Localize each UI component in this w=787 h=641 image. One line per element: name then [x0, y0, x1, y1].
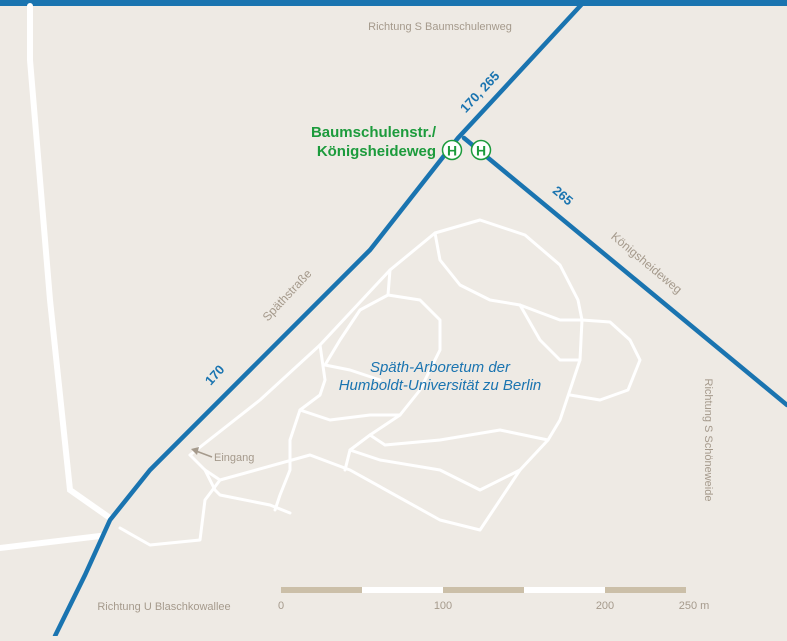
park-paths	[118, 218, 642, 547]
road-west	[27, 3, 113, 521]
scale-segment-5	[605, 587, 686, 593]
stop-symbol-east[interactable]	[470, 139, 492, 161]
scale-tick-200: 200	[596, 600, 614, 612]
stop-symbol-west[interactable]	[441, 139, 463, 161]
scale-segment-3	[443, 587, 524, 593]
scale-tick-250: 250 m	[679, 600, 710, 612]
scale-segment-1	[281, 587, 362, 593]
road-southwest	[0, 533, 103, 551]
stop-symbol-east-letter: H	[476, 143, 486, 159]
stop-name-line2: Königsheideweg	[317, 143, 436, 160]
bus-routes	[52, 1, 787, 639]
scale-tick-100: 100	[434, 600, 452, 612]
scale-bar: 0 100 200 250 m	[278, 587, 709, 612]
stop-name-line1: Baumschulenstr./	[311, 124, 437, 141]
scale-tick-0: 0	[278, 600, 284, 612]
park-name-line1: Späth-Arboretum der	[370, 359, 511, 376]
stop-symbol-west-letter: H	[447, 143, 457, 159]
scale-segment-4	[524, 587, 605, 593]
direction-east: Richtung S Schöneweide	[702, 379, 714, 502]
bus-stop-symbols[interactable]: H H	[441, 139, 492, 161]
direction-southwest: Richtung U Blaschkowallee	[97, 601, 230, 613]
entrance-label: Eingang	[214, 452, 254, 464]
entrance-marker: Eingang	[191, 447, 254, 464]
scale-segment-2	[362, 587, 443, 593]
entrance-arrow-icon	[195, 450, 213, 458]
entrance-arrowhead-icon	[191, 447, 199, 455]
side-roads	[0, 3, 113, 551]
top-bar	[0, 0, 787, 6]
route-line-koenigsheideweg	[461, 135, 787, 408]
route-line-spaethstrasse	[52, 1, 585, 639]
park-name-line2: Humboldt-Universität zu Berlin	[339, 377, 542, 394]
direction-north: Richtung S Baumschulenweg	[368, 21, 512, 33]
